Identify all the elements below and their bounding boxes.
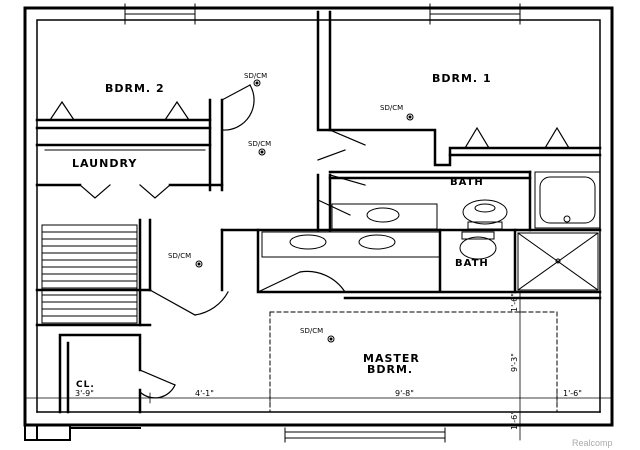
dim-4-1: 4'-1" — [195, 389, 214, 398]
window-top-left — [124, 3, 196, 25]
outer-walls — [23, 6, 614, 427]
sd-label-hall: SD/CM — [248, 140, 271, 148]
label-master-line1: MASTER — [363, 352, 420, 365]
doors — [49, 84, 570, 399]
window-bottom-right — [284, 427, 446, 443]
dim-1-6-right: 1'-6" — [563, 389, 582, 398]
label-master-line2: BDRM. — [367, 363, 413, 376]
label-bdrm2: BDRM. 2 — [105, 82, 165, 95]
label-laundry: LAUNDRY — [72, 157, 137, 170]
sd-label-bdrm1: SD/CM — [380, 104, 403, 112]
window-top-right — [429, 3, 521, 25]
label-closet: CL. — [76, 380, 95, 390]
dim-3-9: 3'-9" — [75, 389, 94, 398]
sd-label-master: SD/CM — [300, 327, 323, 335]
sd-label-stair: SD/CM — [168, 252, 191, 260]
label-bath-upper: BATH — [450, 177, 484, 188]
master-ceiling-outline — [269, 311, 558, 413]
fixtures — [44, 149, 601, 291]
dim-9-8: 9'-8" — [395, 389, 414, 398]
interior-walls — [35, 10, 602, 414]
staircase — [41, 224, 138, 324]
dim-9-3: 9'-3" — [510, 353, 519, 372]
label-bath-lower: BATH — [455, 258, 489, 269]
dimension-lines — [24, 291, 613, 441]
watermark: Realcomp — [572, 438, 613, 448]
smoke-detectors — [195, 79, 414, 343]
sd-label-bdrm2: SD/CM — [244, 72, 267, 80]
label-bdrm1: BDRM. 1 — [432, 72, 492, 85]
dim-1-6-bottom: 1'-6" — [510, 411, 519, 430]
dim-1-6-top: 1'-6" — [510, 293, 519, 312]
